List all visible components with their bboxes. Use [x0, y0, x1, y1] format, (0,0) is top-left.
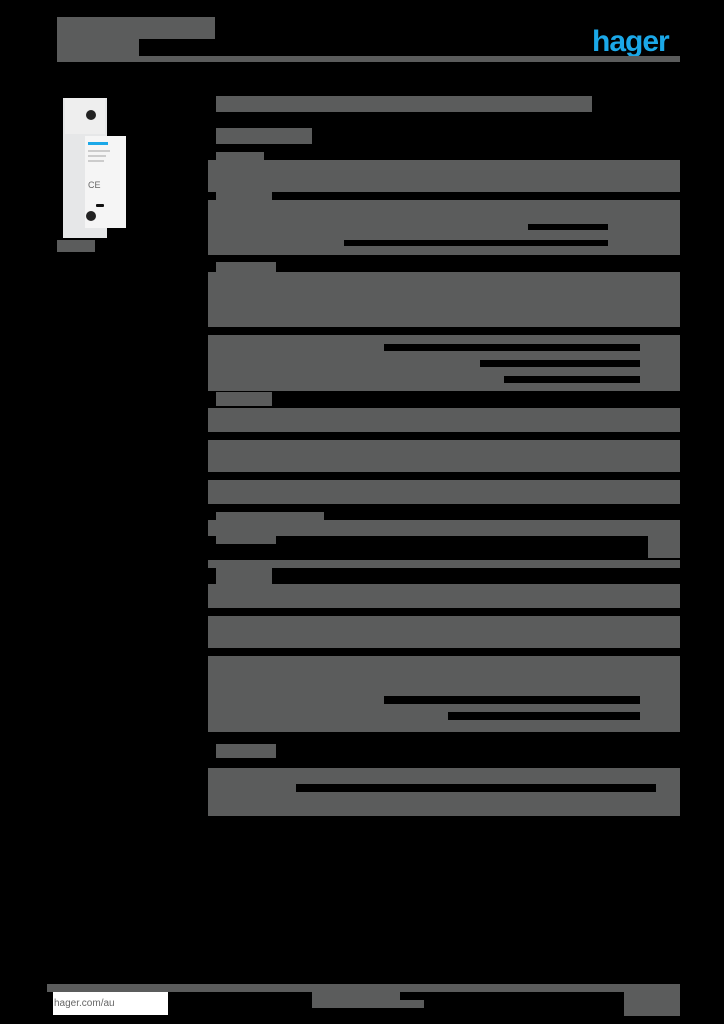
- spec-row-gap-h: [296, 784, 656, 792]
- document-title: [216, 96, 592, 112]
- spec-group-8-sub: [216, 536, 276, 544]
- spec-row-gap-a: [528, 224, 608, 230]
- footer-rule: [47, 984, 680, 992]
- spec-group-3-heading: [216, 262, 276, 272]
- spec-group-12-rows: [208, 768, 680, 816]
- product-ref-label: [57, 240, 95, 252]
- footer-center-text: [312, 990, 400, 1008]
- spec-group-1-rows: [208, 160, 680, 192]
- spec-row-gap-c: [384, 344, 640, 351]
- footer-right-text: [624, 990, 680, 1016]
- header-title-line2: [57, 38, 139, 58]
- spec-row-gap-f: [384, 696, 640, 704]
- footer-page-number: [400, 1000, 424, 1008]
- spec-row-gap-b: [344, 240, 608, 246]
- spec-group-2-rows: [208, 200, 680, 255]
- spec-group-1-heading: [216, 152, 264, 162]
- spec-group-10-rows: [208, 616, 680, 648]
- spec-row-gap-g: [448, 712, 640, 720]
- spec-group-5-heading: [216, 392, 272, 406]
- section-subtitle: [216, 128, 312, 144]
- spec-group-8-tail: [648, 536, 680, 558]
- svg-text:CE: CE: [88, 180, 101, 190]
- spec-row-gap-e: [504, 376, 640, 383]
- product-image: CE: [63, 98, 127, 238]
- spec-group-12-heading: [216, 744, 276, 758]
- spec-group-5-rows: [208, 408, 680, 432]
- spec-row-gap-d: [480, 360, 640, 367]
- spec-group-9-rows: [208, 584, 680, 608]
- header-rule: [57, 56, 680, 62]
- spec-group-6-rows: [208, 440, 680, 472]
- surge-protector-icon: CE: [63, 98, 126, 238]
- logo-tagline: [592, 56, 680, 62]
- hager-logo: hager: [592, 25, 670, 58]
- header-title-line1: [57, 17, 215, 39]
- spec-group-3-rows: [208, 272, 680, 327]
- spec-group-2-heading: [216, 192, 272, 202]
- spec-group-8-bar: [208, 560, 680, 568]
- spec-group-7-rows: [208, 480, 680, 504]
- spec-group-9-heading: [216, 568, 272, 584]
- spec-group-11-rows: [208, 656, 680, 732]
- spec-group-8-rows: [208, 520, 680, 536]
- website-link[interactable]: hager.com/au: [53, 992, 168, 1015]
